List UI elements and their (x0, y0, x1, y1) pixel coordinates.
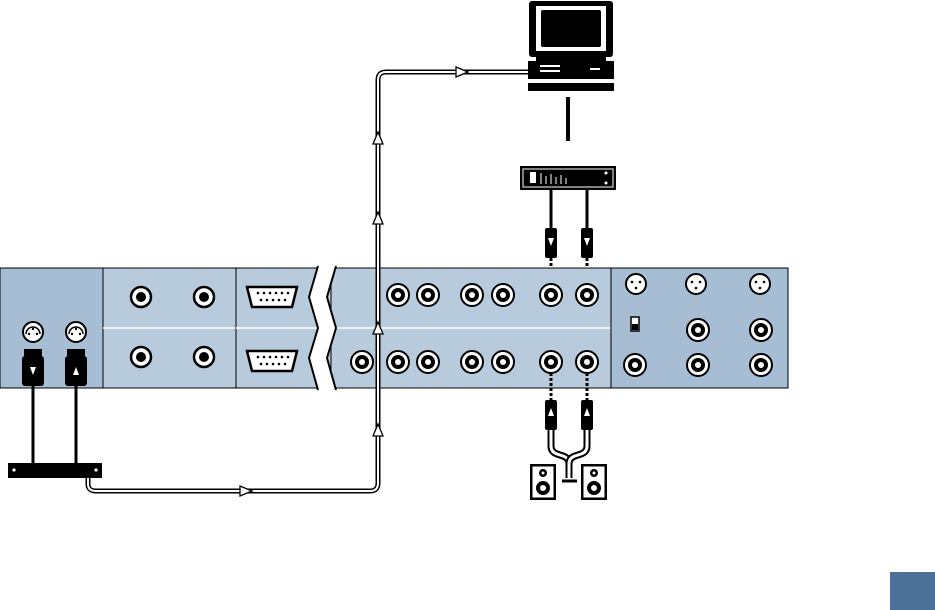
rca-jack (131, 287, 151, 307)
rca-jack (131, 347, 151, 367)
page-tab (890, 572, 935, 610)
db-connector (247, 287, 297, 307)
computer-monitor-icon (528, 1, 614, 141)
toggle-switch-icon (631, 317, 639, 331)
speaker-icon (581, 464, 607, 500)
rear-panel-icon (0, 266, 788, 390)
rca-jack (194, 347, 214, 367)
midi-din-port (66, 322, 86, 342)
midi-din-port (23, 322, 43, 342)
midi-cable-pair (33, 386, 76, 463)
rca-jack (194, 287, 214, 307)
rack-interface-icon (520, 166, 616, 190)
db-connector (247, 351, 297, 371)
rack-midi-interface-icon (8, 463, 102, 478)
speaker-icon (530, 464, 556, 500)
